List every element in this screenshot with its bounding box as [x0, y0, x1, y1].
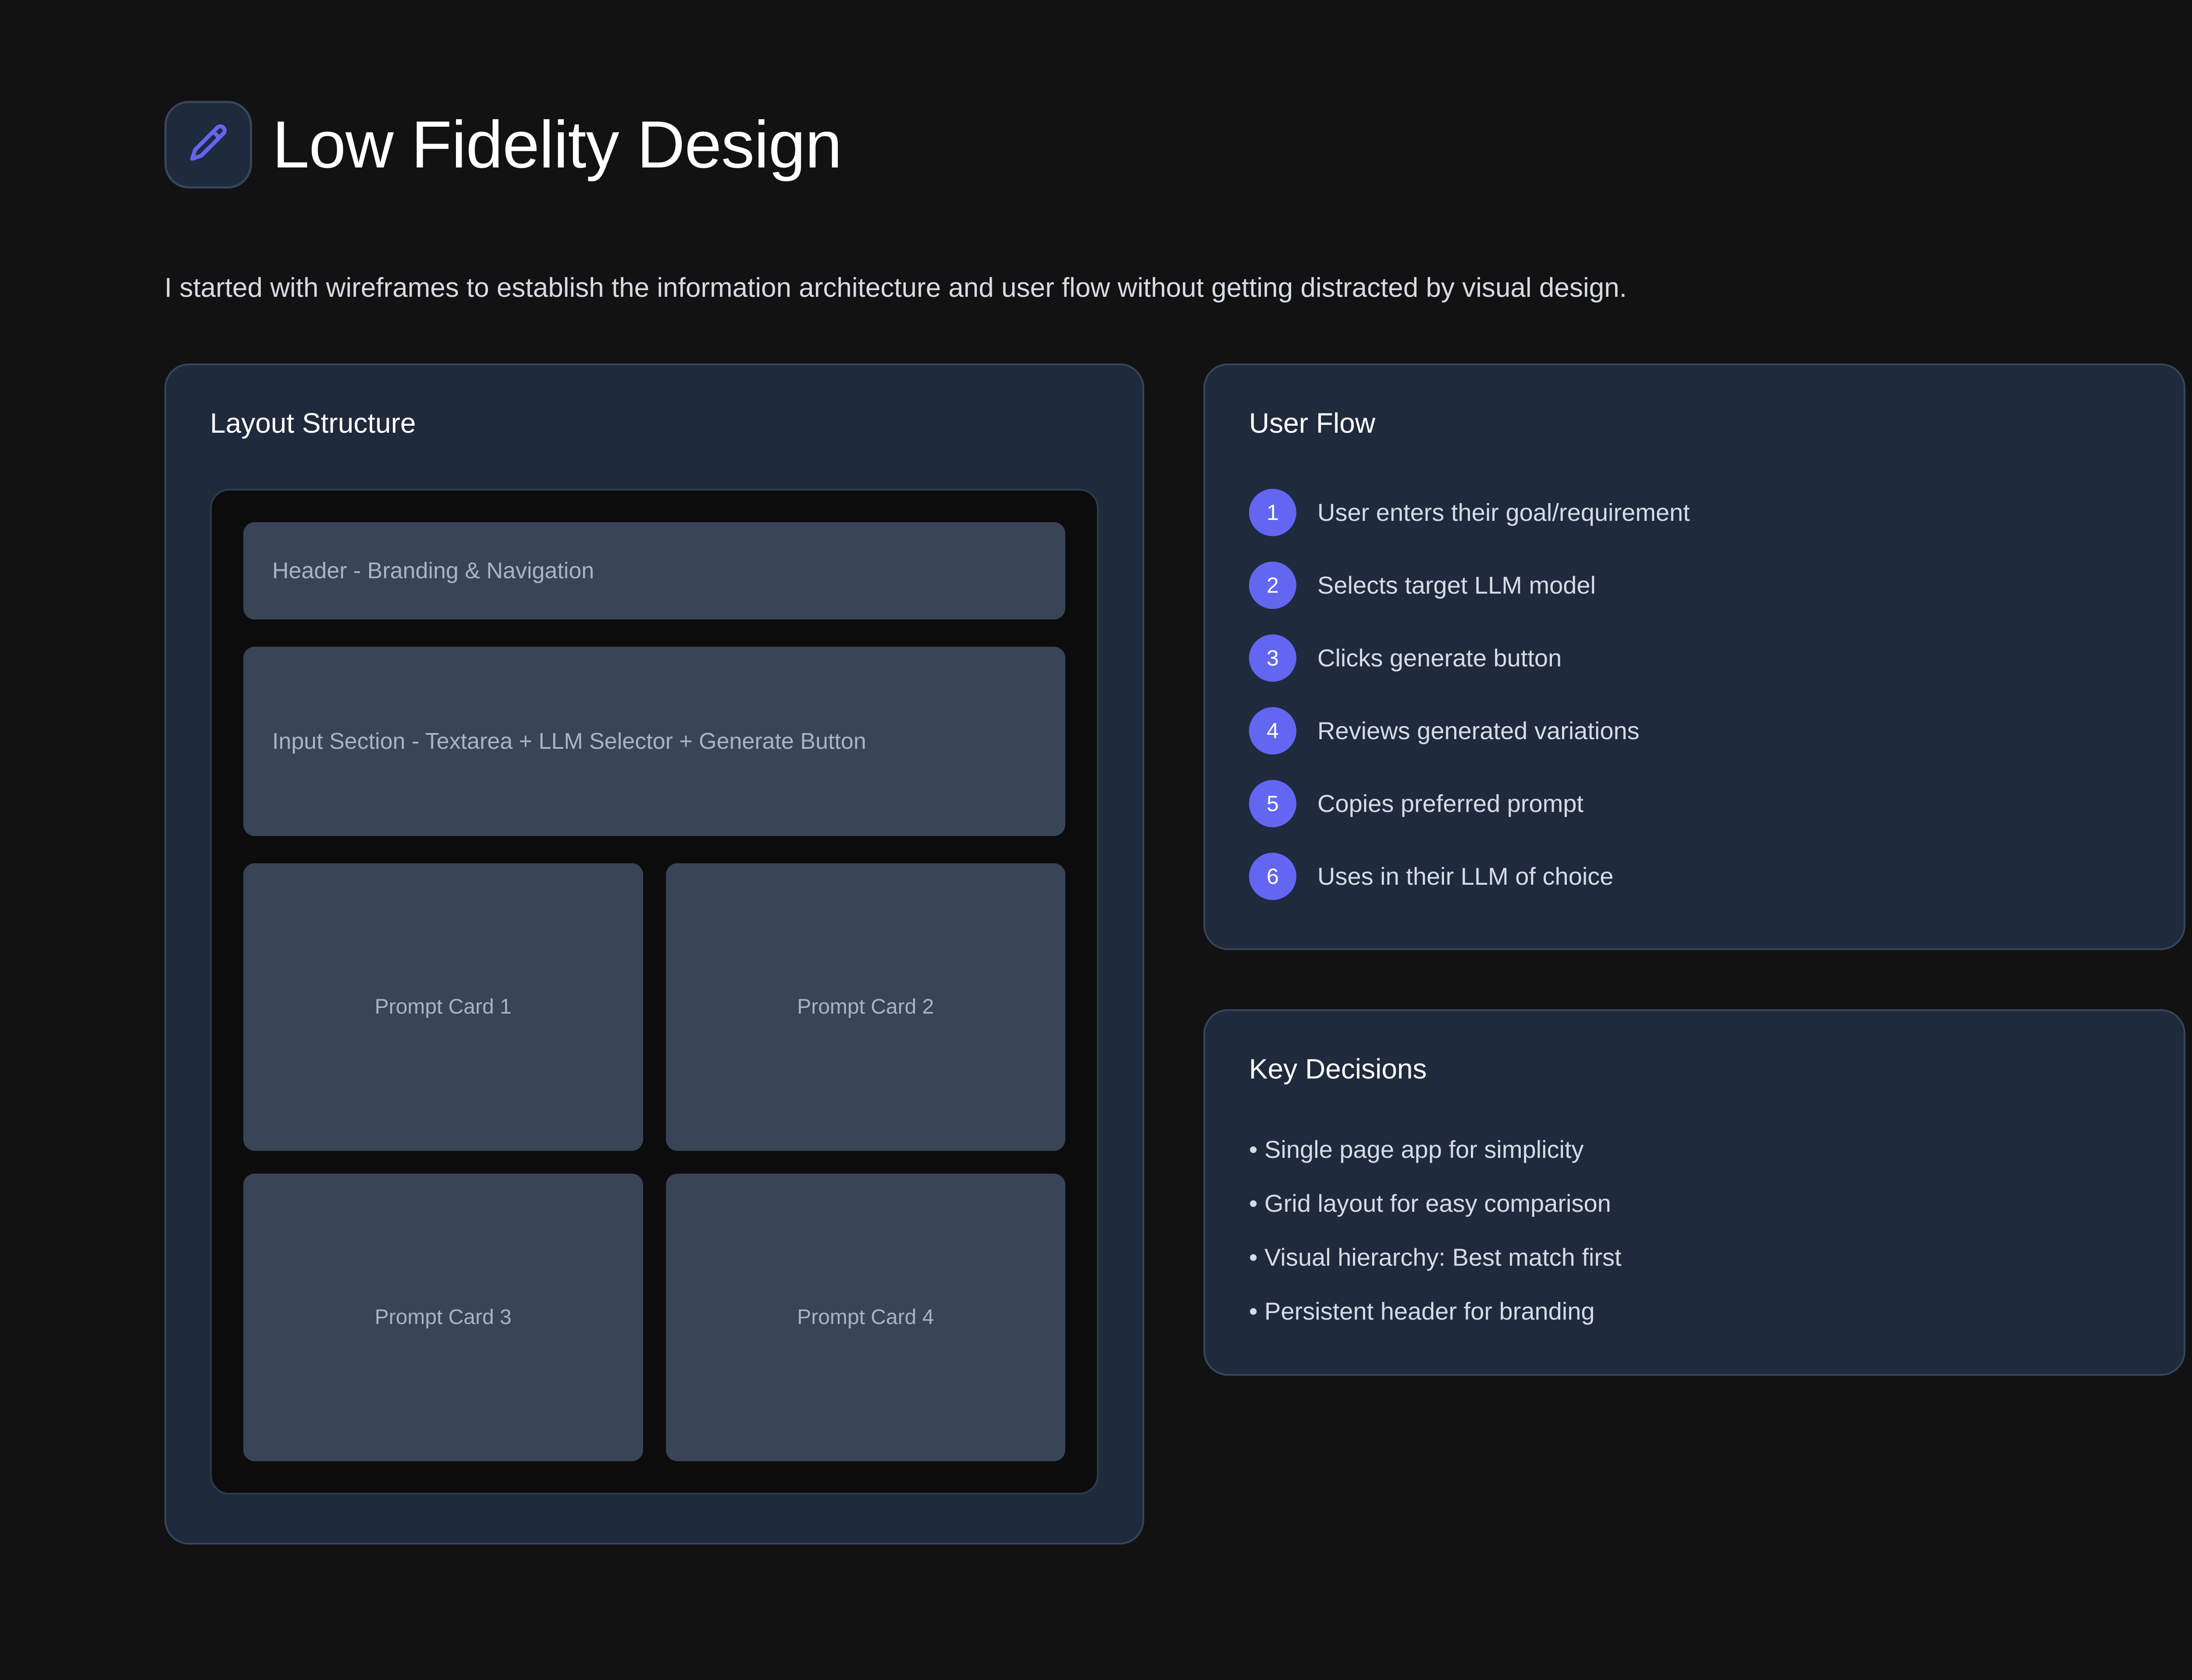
key-decisions-title: Key Decisions	[1249, 1053, 1427, 1085]
user-flow-step: 5 Copies preferred prompt	[1249, 779, 2140, 827]
pencil-icon	[184, 121, 232, 169]
wireframe-header-block-label: Header - Branding & Navigation	[272, 558, 594, 584]
wireframe-prompt-card-2: Prompt Card 2	[665, 863, 1065, 1151]
user-flow-panel: User Flow 1 User enters their goal/requi…	[1203, 363, 2185, 950]
page-title: Low Fidelity Design	[272, 107, 842, 182]
wireframe-prompt-card-4: Prompt Card 4	[665, 1173, 1065, 1461]
wireframe-card-grid: Prompt Card 1 Prompt Card 2 Prompt Card …	[243, 863, 1065, 1461]
user-flow-title: User Flow	[1249, 407, 1376, 439]
step-number-badge: 6	[1249, 852, 1296, 900]
content-columns: Layout Structure Header - Branding & Nav…	[164, 363, 2192, 1545]
left-column: Layout Structure Header - Branding & Nav…	[164, 363, 1144, 1545]
wireframe-input-block-label: Input Section - Textarea + LLM Selector …	[272, 728, 866, 754]
key-decisions-panel: Key Decisions • Single page app for simp…	[1203, 1009, 2185, 1376]
step-number-badge: 2	[1249, 561, 1296, 609]
step-label: Uses in their LLM of choice	[1317, 862, 1614, 890]
layout-structure-title: Layout Structure	[210, 407, 416, 439]
key-decision-item: • Single page app for simplicity	[1249, 1135, 1584, 1163]
step-number-badge: 4	[1249, 707, 1296, 755]
user-flow-step: 6 Uses in their LLM of choice	[1249, 852, 2140, 900]
step-label: Reviews generated variations	[1317, 717, 1640, 745]
key-decision-item: • Grid layout for easy comparison	[1249, 1189, 1611, 1217]
user-flow-step: 4 Reviews generated variations	[1249, 707, 2140, 755]
step-label: User enters their goal/requirement	[1317, 498, 1690, 527]
wireframe-input-block: Input Section - Textarea + LLM Selector …	[243, 646, 1065, 836]
step-label: Clicks generate button	[1317, 644, 1562, 672]
wireframe-prompt-card-4-label: Prompt Card 4	[797, 1306, 934, 1329]
step-label: Selects target LLM model	[1317, 571, 1596, 599]
key-decisions-list: • Single page app for simplicity • Grid …	[1249, 1135, 2140, 1326]
user-flow-step: 1 User enters their goal/requirement	[1249, 488, 2140, 536]
wireframe-prompt-card-1-label: Prompt Card 1	[374, 995, 512, 1019]
wireframe-prompt-card-3: Prompt Card 3	[243, 1173, 643, 1461]
pencil-icon-tile	[164, 101, 252, 189]
key-decision-item: • Visual hierarchy: Best match first	[1249, 1243, 1622, 1271]
wireframe-prompt-card-1: Prompt Card 1	[243, 863, 643, 1151]
step-number-badge: 3	[1249, 634, 1296, 682]
user-flow-list: 1 User enters their goal/requirement 2 S…	[1249, 488, 2140, 900]
step-number-badge: 5	[1249, 779, 1296, 827]
page-subtitle: I started with wireframes to establish t…	[164, 273, 1627, 303]
wireframe-mockup: Header - Branding & Navigation Input Sec…	[210, 488, 1099, 1495]
user-flow-step: 3 Clicks generate button	[1249, 634, 2140, 682]
wireframe-header-block: Header - Branding & Navigation	[243, 522, 1065, 619]
key-decision-item: • Persistent header for branding	[1249, 1297, 1595, 1325]
wireframe-prompt-card-3-label: Prompt Card 3	[374, 1306, 512, 1329]
page-header: Low Fidelity Design	[164, 101, 2192, 189]
user-flow-step: 2 Selects target LLM model	[1249, 561, 2140, 609]
step-number-badge: 1	[1249, 488, 1296, 536]
step-label: Copies preferred prompt	[1317, 790, 1584, 818]
layout-structure-panel: Layout Structure Header - Branding & Nav…	[164, 363, 1144, 1545]
wireframe-prompt-card-2-label: Prompt Card 2	[797, 995, 934, 1019]
right-column: User Flow 1 User enters their goal/requi…	[1203, 363, 2185, 1376]
